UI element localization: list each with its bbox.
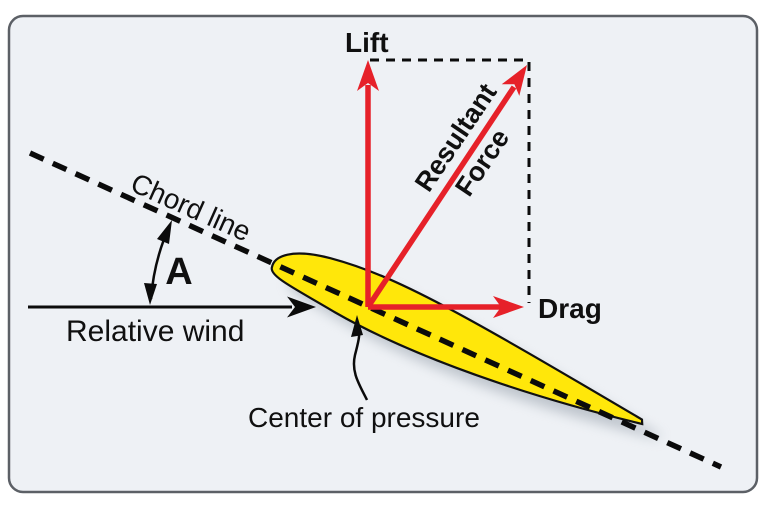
center-of-pressure-label: Center of pressure [248,402,480,433]
arc-arrowhead-bottom-icon [144,283,157,305]
angle-of-attack-arc [144,220,172,305]
relative-wind-arrow [28,296,316,318]
airfoil-body [270,252,644,426]
lift-arrowhead-icon [357,60,379,91]
relative-wind-arrowhead-icon [287,296,316,318]
drag-arrowhead-icon [493,296,524,318]
diagram-panel [7,14,759,494]
chord-line [28,150,723,470]
lift-label: Lift [345,27,389,58]
arc-arrowhead-top-icon [157,220,172,244]
drag-label: Drag [538,293,602,324]
pointer-arrowhead-icon [351,315,363,337]
airfoil [270,252,644,426]
angle-of-attack-label: A [165,251,192,293]
force-vectors [357,60,527,318]
resultant-arrow-line [365,85,517,309]
relative-wind-label: Relative wind [66,315,244,348]
center-of-pressure-pointer [351,315,369,401]
resultant-arrowhead-icon [501,65,527,96]
vector-parallelogram-dashes [370,58,531,303]
